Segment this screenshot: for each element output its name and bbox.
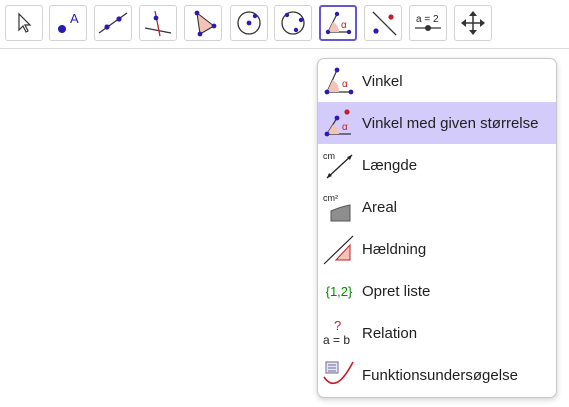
line-tool-button[interactable] xyxy=(94,5,132,41)
menu-item-slope[interactable]: Hældning xyxy=(318,228,556,270)
menu-item-create-list[interactable]: {1,2} Opret liste xyxy=(318,270,556,312)
line-icon xyxy=(98,12,128,34)
distance-length-icon: cm xyxy=(322,149,356,181)
cursor-arrow-icon xyxy=(18,12,32,33)
angle-tools-dropdown-menu: α Vinkel α Vinkel med given størrelse cm xyxy=(317,58,557,398)
reflect-tool-button[interactable] xyxy=(364,5,402,41)
menu-item-label: Længde xyxy=(362,156,418,174)
menu-item-label: Vinkel med given størrelse xyxy=(362,114,539,132)
angle-glyph: α xyxy=(341,20,347,31)
polygon-tool-button[interactable] xyxy=(184,5,222,41)
menu-item-angle-with-given-size[interactable]: α Vinkel med given størrelse xyxy=(318,102,556,144)
menu-area-glyph: cm² xyxy=(323,193,338,203)
create-list-icon: {1,2} xyxy=(322,275,356,307)
circle-center-point-tool-button[interactable] xyxy=(230,5,268,41)
menu-item-label: Relation xyxy=(362,324,418,342)
slider-tool-button[interactable]: a = 2 xyxy=(409,5,447,41)
move-tool-button[interactable] xyxy=(5,5,43,41)
relation-icon: ? a = b xyxy=(322,317,356,349)
menu-angle-fixed-glyph: α xyxy=(342,122,348,133)
circle-three-points-tool-button[interactable] xyxy=(274,5,312,41)
menu-item-label: Hældning xyxy=(362,240,427,258)
point-glyph: A xyxy=(70,11,79,26)
menu-item-function-inspector[interactable]: Funktionsundersøgelse xyxy=(318,354,556,396)
menu-list-glyph: {1,2} xyxy=(325,283,353,299)
move-graphics-view-tool-button[interactable] xyxy=(454,5,492,41)
slope-icon xyxy=(322,233,356,265)
function-inspector-icon xyxy=(322,359,356,391)
menu-item-label: Vinkel xyxy=(362,72,403,90)
menu-item-angle[interactable]: α Vinkel xyxy=(318,60,556,102)
area-icon: cm² xyxy=(322,191,356,223)
polygon-icon xyxy=(194,10,217,37)
angle-tool-button[interactable]: α xyxy=(319,5,357,41)
move-arrows-icon xyxy=(461,11,485,35)
slider-icon: a = 2 xyxy=(415,14,441,31)
circle-three-points-icon xyxy=(281,11,305,35)
toolbar: A xyxy=(0,0,569,49)
point-tool-button[interactable]: A xyxy=(49,5,87,41)
reflect-about-line-icon xyxy=(372,11,397,36)
menu-item-relation[interactable]: ? a = b Relation xyxy=(318,312,556,354)
circle-center-icon xyxy=(237,11,261,35)
menu-item-length[interactable]: cm Længde xyxy=(318,144,556,186)
menu-angle-glyph: α xyxy=(342,79,348,90)
angle-icon: α xyxy=(322,65,356,97)
menu-relation-glyph: a = b xyxy=(323,333,350,347)
menu-item-label: Areal xyxy=(362,198,398,216)
slider-glyph: a = 2 xyxy=(416,14,439,25)
angle-icon: α xyxy=(325,11,352,35)
menu-length-glyph: cm xyxy=(323,151,335,161)
menu-item-label: Funktionsundersøgelse xyxy=(362,366,518,384)
perpendicular-line-icon xyxy=(144,10,172,37)
menu-relation-question-glyph: ? xyxy=(334,318,341,333)
menu-item-label: Opret liste xyxy=(362,282,431,300)
menu-item-area[interactable]: cm² Areal xyxy=(318,186,556,228)
perpendicular-line-tool-button[interactable] xyxy=(139,5,177,41)
point-icon: A xyxy=(58,11,79,33)
angle-fixed-size-icon: α xyxy=(322,107,356,139)
